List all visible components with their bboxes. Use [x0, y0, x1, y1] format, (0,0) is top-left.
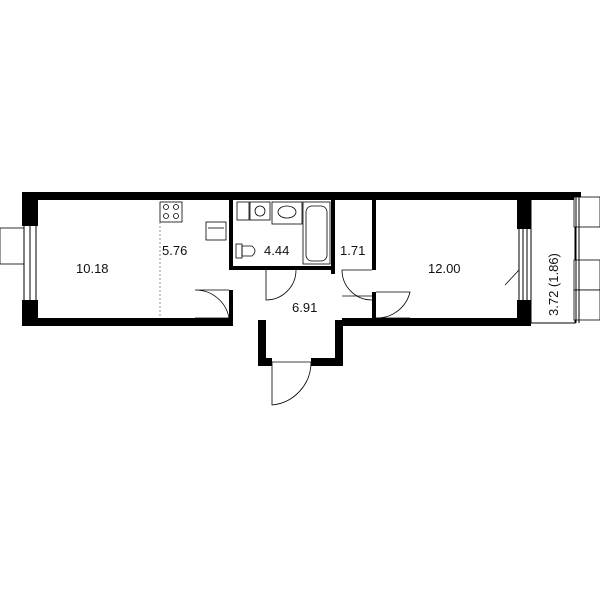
- kitchen-fixtures: [159, 201, 227, 318]
- room-area-wc: 1.71: [340, 243, 365, 258]
- bathroom-fixtures: [235, 201, 331, 265]
- interior-walls: [229, 200, 376, 326]
- room-area-hall: 6.91: [292, 300, 317, 315]
- bedroom-window: [504, 229, 528, 300]
- room-area-bedroom: 12.00: [428, 261, 461, 276]
- room-area-living: 10.18: [76, 261, 109, 276]
- doors: [194, 269, 411, 406]
- room-area-bathroom: 4.44: [264, 243, 289, 258]
- room-area-kitchen: 5.76: [162, 243, 187, 258]
- room-area-balcony: 3.72 (1.86): [546, 253, 561, 316]
- living-window: [0, 226, 37, 300]
- outer-walls: [22, 192, 581, 366]
- balcony: [530, 196, 600, 324]
